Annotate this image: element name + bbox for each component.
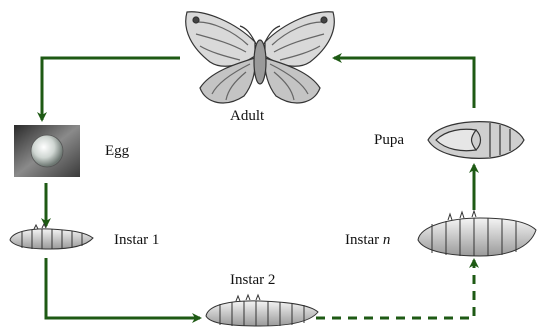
- adult-label: Adult: [230, 108, 264, 125]
- adult-moth-illustration: [186, 12, 335, 103]
- pupa-label: Pupa: [374, 132, 404, 149]
- pupa-illustration: [428, 122, 524, 159]
- instar2-larva: [206, 295, 318, 326]
- instar1-label: Instar 1: [114, 232, 159, 249]
- instar-n-label-prefix: Instar: [345, 232, 383, 248]
- arrow-adult-to-egg: [42, 58, 180, 120]
- instar-n-label: Instar n: [345, 232, 390, 249]
- instar-n-larva: [418, 211, 536, 256]
- instar1-larva: [10, 224, 93, 249]
- arrow-instar2-to-instarN-dashed: [316, 260, 474, 318]
- arrow-pupa-to-adult: [334, 58, 474, 108]
- arrow-instar1-to-instar2: [46, 258, 200, 318]
- instar2-label: Instar 2: [230, 272, 275, 289]
- egg-photo: [14, 125, 80, 177]
- egg-label: Egg: [105, 143, 129, 160]
- instar-n-label-variable: n: [383, 232, 391, 248]
